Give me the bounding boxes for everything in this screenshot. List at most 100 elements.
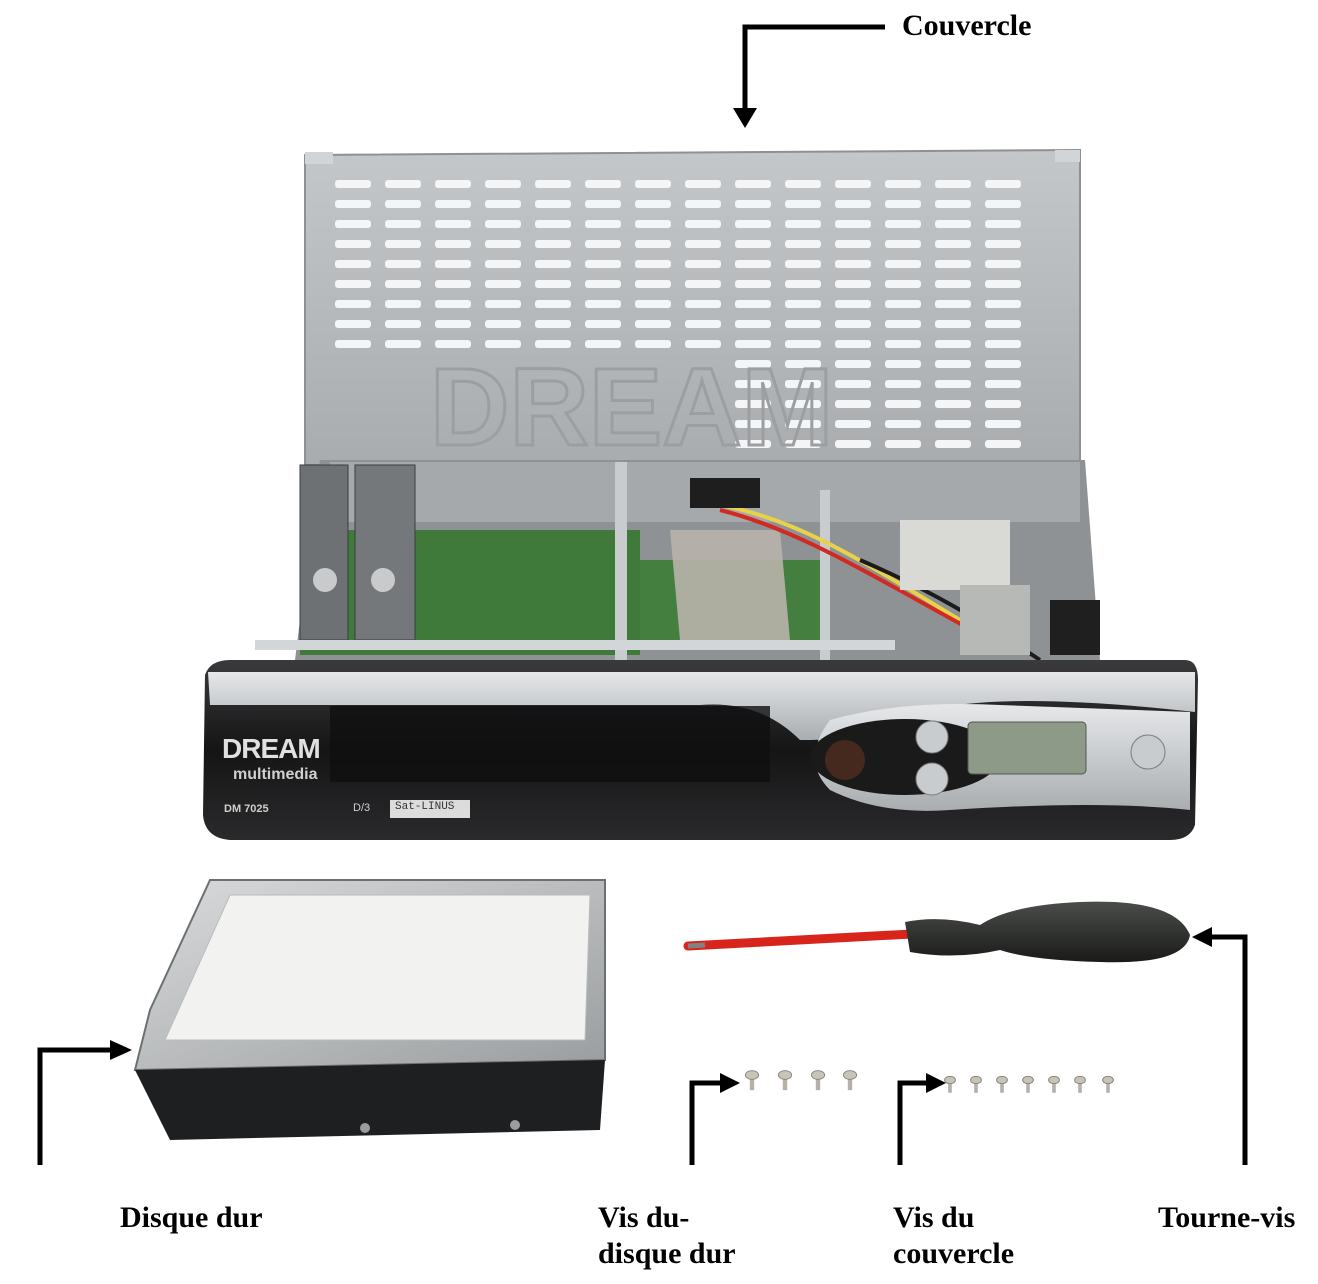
vent-slot	[635, 260, 671, 268]
vent-slot	[635, 320, 671, 328]
label-vis-couvercle-line1: Vis du	[893, 1201, 975, 1234]
vent-slot	[485, 220, 521, 228]
screw-shaft	[1078, 1082, 1082, 1093]
vent-slot	[985, 200, 1021, 208]
vent-slot	[785, 340, 821, 348]
screw-head	[944, 1075, 956, 1085]
vent-slot	[535, 220, 571, 228]
cover-embossed-logo: DREAM	[430, 346, 833, 469]
vent-slot	[835, 420, 871, 428]
label-disque-dur-text: Disque dur	[120, 1201, 263, 1234]
vent-slot	[885, 280, 921, 288]
vent-slot	[985, 260, 1021, 268]
vent-slot	[735, 220, 771, 228]
screw-shaft	[974, 1082, 978, 1093]
label-tourne-vis-text: Tourne-vis	[1158, 1201, 1296, 1234]
vent-slot	[685, 320, 721, 328]
vent-slot	[785, 440, 821, 448]
vent-slot	[885, 340, 921, 348]
vent-slot	[635, 280, 671, 288]
vent-slot	[985, 180, 1021, 188]
screw-head	[842, 1070, 858, 1080]
vent-slot	[585, 320, 621, 328]
label-disque-dur: Disque dur	[120, 1200, 263, 1236]
vent-slot	[935, 300, 971, 308]
vent-slot	[835, 440, 871, 448]
vent-slot	[935, 440, 971, 448]
screw-shaft	[749, 1077, 755, 1091]
vent-slot	[485, 200, 521, 208]
vent-slot	[985, 380, 1021, 388]
vent-slot	[385, 280, 421, 288]
vent-slot	[685, 260, 721, 268]
vent-slot	[785, 180, 821, 188]
cover-vent-slots	[335, 180, 1021, 448]
vent-slot	[785, 280, 821, 288]
vent-slot	[385, 200, 421, 208]
vent-slot	[635, 240, 671, 248]
vent-slot	[335, 220, 371, 228]
screwdriver	[683, 901, 1190, 963]
vent-slot	[685, 180, 721, 188]
vent-slot	[435, 320, 471, 328]
arrow-vis-disque	[689, 1080, 722, 1165]
vent-slot	[935, 200, 971, 208]
vent-slot	[835, 260, 871, 268]
vent-slot	[885, 200, 921, 208]
screw-head	[777, 1070, 793, 1080]
vent-slot	[735, 280, 771, 288]
vent-slot	[735, 200, 771, 208]
label-vis-couvercle: Vis du couvercle	[893, 1200, 1014, 1272]
vent-slot	[485, 320, 521, 328]
screw-head	[1102, 1075, 1114, 1085]
vent-slot	[635, 340, 671, 348]
vent-slot	[585, 220, 621, 228]
vent-slot	[385, 340, 421, 348]
label-vis-couvercle-line2: couvercle	[893, 1237, 1015, 1270]
vent-slot	[835, 280, 871, 288]
vent-slot	[635, 220, 671, 228]
screw-head	[1048, 1075, 1060, 1085]
vent-slot	[535, 260, 571, 268]
vent-slot	[585, 280, 621, 288]
vent-slot	[835, 340, 871, 348]
vent-slot	[935, 340, 971, 348]
vent-slot	[585, 300, 621, 308]
vent-slot	[835, 180, 871, 188]
vent-slot	[585, 340, 621, 348]
callout-arrows	[37, 24, 1248, 1165]
vent-slot	[885, 180, 921, 188]
vent-slot	[985, 220, 1021, 228]
screw-shaft	[948, 1082, 952, 1093]
vent-slot	[385, 240, 421, 248]
vent-slot	[935, 380, 971, 388]
vent-slot	[935, 260, 971, 268]
vent-slot	[785, 240, 821, 248]
vent-slot	[435, 300, 471, 308]
screw-shaft	[782, 1077, 788, 1091]
vent-slot	[785, 300, 821, 308]
vent-slot	[335, 280, 371, 288]
label-tourne-vis: Tourne-vis	[1158, 1200, 1295, 1236]
screw-head	[1022, 1075, 1034, 1085]
vent-slot	[985, 440, 1021, 448]
arrow-disque-dur	[37, 1047, 112, 1165]
vent-slot	[885, 300, 921, 308]
vent-slot	[885, 360, 921, 368]
vent-slot	[735, 240, 771, 248]
vent-slot	[535, 340, 571, 348]
vent-slot	[385, 220, 421, 228]
vent-slot	[735, 180, 771, 188]
vent-slot	[935, 180, 971, 188]
arrow-heads	[110, 108, 1212, 1093]
vent-slot	[985, 240, 1021, 248]
vent-slot	[735, 360, 771, 368]
label-vis-disque-dur: Vis du- disque dur	[598, 1200, 736, 1272]
vent-slot	[485, 300, 521, 308]
vent-slot	[835, 200, 871, 208]
vent-slot	[635, 200, 671, 208]
vent-slot	[335, 180, 371, 188]
vent-slot	[335, 320, 371, 328]
front-panel	[203, 660, 1198, 840]
